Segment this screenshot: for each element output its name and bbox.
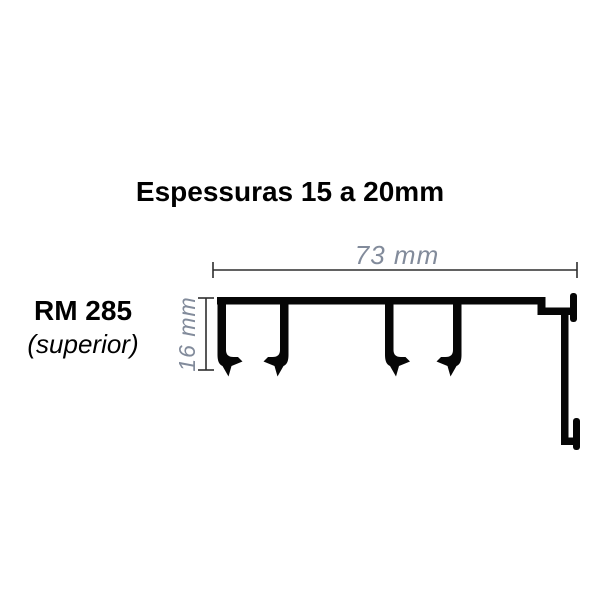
- height-dimension-line: [198, 297, 214, 371]
- width-dimension-label: 73 mm: [354, 240, 440, 270]
- product-label: RM 285 (superior): [0, 295, 166, 361]
- profile-top-right-flange: [570, 293, 577, 322]
- product-code: RM 285: [33, 295, 133, 326]
- profile-leg-1: [217, 297, 243, 377]
- profile-bottom-right-flange: [573, 418, 580, 450]
- profile-right-wall: [561, 314, 569, 445]
- profile-bottom-hook-horizontal: [561, 437, 580, 445]
- page-title: Espessuras 15 a 20mm: [135, 176, 445, 207]
- width-dimension-line: [212, 262, 578, 278]
- product-variant: (superior): [27, 329, 139, 359]
- profile-right-step-horizontal: [537, 307, 573, 315]
- profile-leg-3: [385, 297, 410, 377]
- profile-leg-4: [436, 297, 462, 377]
- profile-cross-section: [217, 293, 580, 450]
- profile-right-step-vertical: [537, 297, 546, 315]
- profile-top-rail: [217, 297, 546, 305]
- profile-leg-2: [263, 297, 289, 377]
